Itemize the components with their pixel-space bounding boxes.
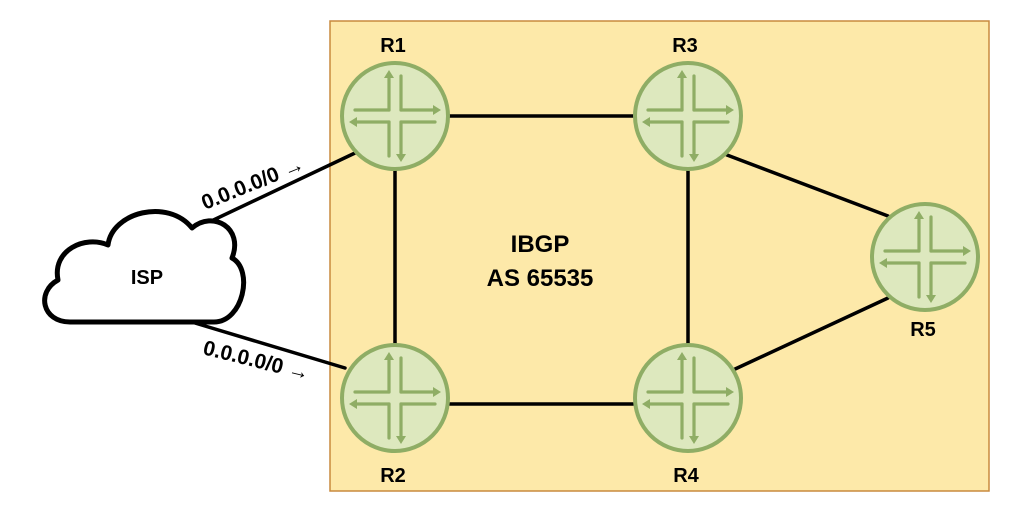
router-r2[interactable] [340, 343, 450, 453]
router-r1-label: R1 [380, 35, 406, 57]
router-r4[interactable] [633, 343, 743, 453]
as-area-title: IBGP [511, 231, 570, 258]
router-r3[interactable] [633, 61, 743, 171]
router-icon [633, 61, 743, 171]
router-icon [340, 61, 450, 171]
router-r3-label: R3 [672, 35, 698, 57]
router-r4-label: R4 [673, 465, 699, 487]
route-label-r2: 0.0.0.0/0 → [201, 337, 312, 386]
links [193, 114, 890, 406]
router-icon [633, 343, 743, 453]
cloud-label: ISP [131, 267, 163, 289]
router-r5-label: R5 [910, 319, 936, 341]
link-r3-r5 [725, 153, 890, 218]
router-icon [340, 343, 450, 453]
router-r1[interactable] [340, 61, 450, 171]
router-icon [870, 202, 980, 312]
router-r5[interactable] [870, 202, 980, 312]
cloud-icon [42, 209, 247, 325]
router-r2-label: R2 [380, 465, 406, 487]
as-number-label: AS 65535 [487, 265, 594, 292]
link-r4-r5 [731, 296, 890, 372]
link-isp-r1 [203, 151, 357, 226]
link-isp-r2 [193, 321, 347, 370]
